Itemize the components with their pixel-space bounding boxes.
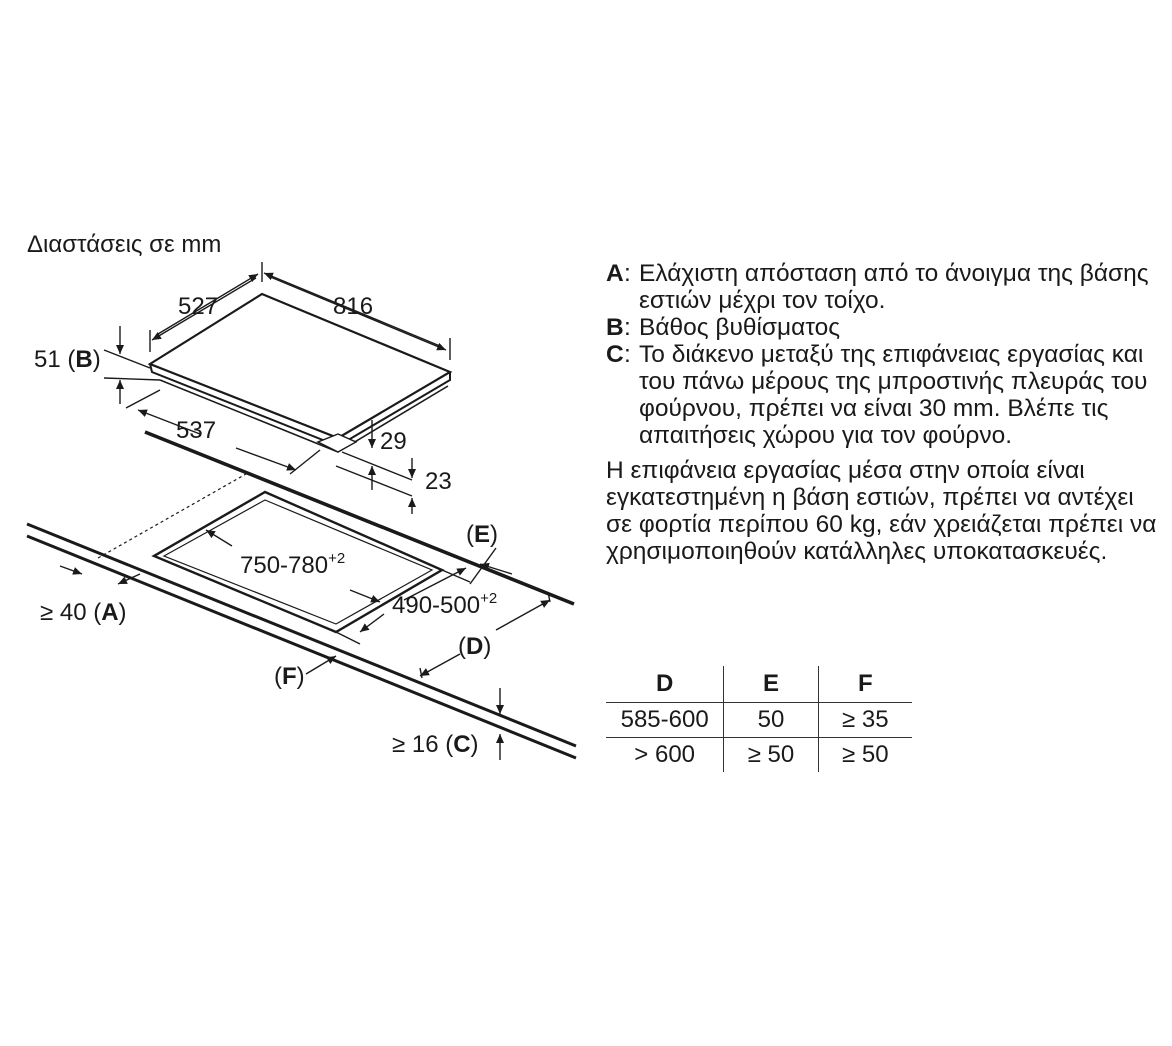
dim-527-label: 527 [178, 293, 218, 320]
table-header-d: D [606, 666, 724, 703]
table-row: > 600 ≥ 50 ≥ 50 [606, 737, 912, 772]
legend-key-b: B [606, 314, 624, 341]
legend-item-c: C: Το διάκενο μεταξύ της επιφάνειας εργα… [606, 341, 1148, 449]
table-cell: ≥ 35 [817, 702, 912, 738]
dim-f [305, 655, 337, 675]
legend-item-b: B: Βάθος βυθίσματος [606, 314, 841, 341]
legend-text-c: Το διάκενο μεταξύ της επιφάνειας εργασία… [639, 341, 1148, 449]
label-d: (D) [458, 633, 491, 660]
cutout-inner [162, 499, 434, 625]
worktop-front-edge-top [26, 522, 577, 748]
label-e: (E) [466, 521, 498, 548]
dim-depth-b [103, 326, 161, 404]
dim-750-780-label: 750-780+2 [240, 550, 345, 579]
table-header-f: F [817, 666, 912, 703]
dim-thickness [335, 420, 416, 514]
load-note: Η επιφάνεια εργασίας μέσα στην οποία είν… [606, 457, 1157, 565]
table-cell: > 600 [634, 741, 696, 768]
worktop-front-edge-bottom [26, 534, 577, 760]
dim-490-500-label: 490-500+2 [392, 590, 497, 619]
hob-base-block [316, 433, 358, 453]
dim-cutout-length [205, 529, 381, 603]
dim-51-b-label: 51 (B) [34, 346, 101, 373]
dim-537-label: 537 [176, 417, 216, 444]
dimensions-note: Διαστάσεις σε mm [27, 231, 221, 258]
legend: A: Ελάχιστη απόσταση από το άνοιγμα της … [606, 260, 1166, 565]
dim-d [419, 591, 551, 679]
legend-key-a: A [606, 260, 624, 287]
clearance-table: D E F 585-600 50 ≥ 35 > 600 ≥ 50 ≥ 50 [606, 666, 912, 772]
dim-hob-length [263, 272, 451, 360]
worktop-left-hidden-edge [97, 473, 247, 559]
label-f: (F) [274, 663, 305, 690]
label-min-c: ≥ 16 (C) [392, 731, 479, 758]
table-header-row: D E F [606, 666, 912, 703]
table-row: 585-600 50 ≥ 35 [606, 702, 912, 738]
label-min-a: ≥ 40 (A) [40, 599, 127, 626]
table-cell: ≥ 50 [723, 737, 819, 772]
legend-text-a: Ελάχιστη απόσταση από το άνοιγμα της βάσ… [639, 260, 1149, 314]
legend-key-c: C [606, 341, 624, 368]
dim-29-label: 29 [380, 428, 407, 455]
worktop-back-edge [144, 430, 575, 606]
dim-e [469, 547, 513, 585]
legend-item-a: A: Ελάχιστη απόσταση από το άνοιγμα της … [606, 260, 1149, 314]
dim-a [59, 565, 141, 585]
table-cell: 585-600 [606, 702, 724, 738]
dim-cutout-width [335, 567, 471, 645]
table-header-e: E [723, 666, 819, 703]
dim-hob-width [149, 262, 263, 352]
dim-23-label: 23 [425, 468, 452, 495]
hob [147, 292, 453, 453]
dim-front-depth [125, 389, 321, 475]
legend-text-b: Βάθος βυθίσματος [639, 314, 841, 341]
dim-816-label: 816 [333, 293, 373, 320]
table-cell: 50 [723, 702, 819, 738]
worktop [26, 430, 577, 760]
table-cell: ≥ 50 [817, 737, 912, 772]
